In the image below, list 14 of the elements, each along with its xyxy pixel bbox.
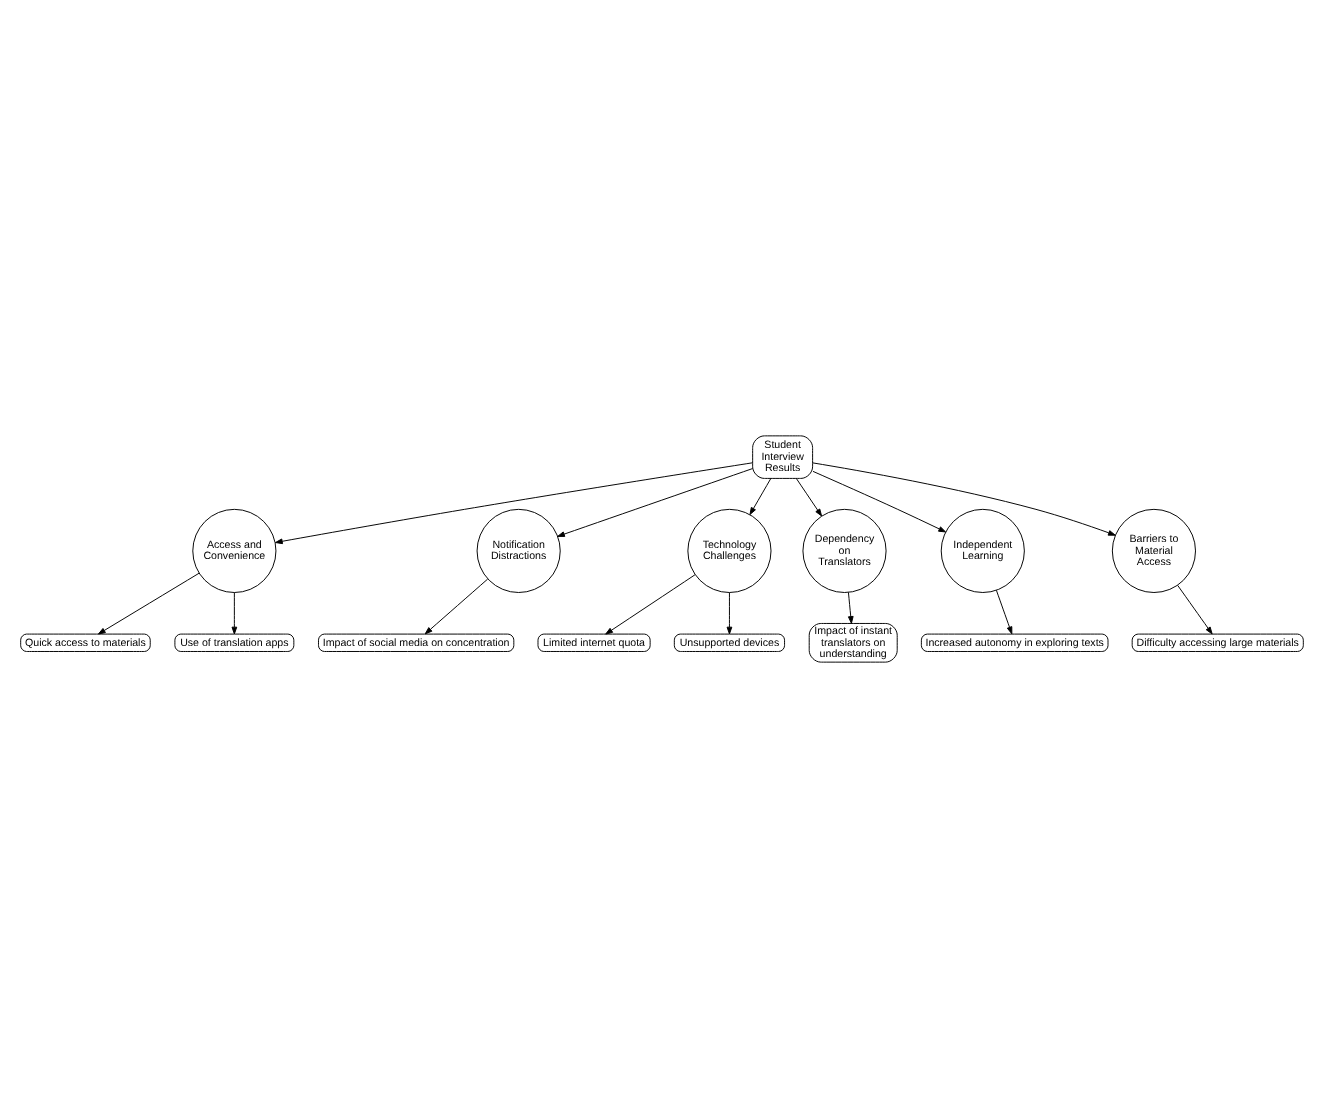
- arrow: [812, 469, 947, 532]
- arrow: [605, 573, 696, 634]
- arrow: [847, 590, 854, 623]
- arrow: [726, 591, 733, 634]
- arrow: [995, 588, 1013, 634]
- arrow: [97, 571, 200, 634]
- arrow: [231, 591, 238, 634]
- arrow: [557, 467, 754, 536]
- arrow: [424, 577, 489, 634]
- arrow: [812, 461, 1116, 535]
- arrow: [1177, 583, 1213, 634]
- arrow: [275, 461, 753, 544]
- arrow: [749, 477, 772, 514]
- arrow: [795, 477, 823, 516]
